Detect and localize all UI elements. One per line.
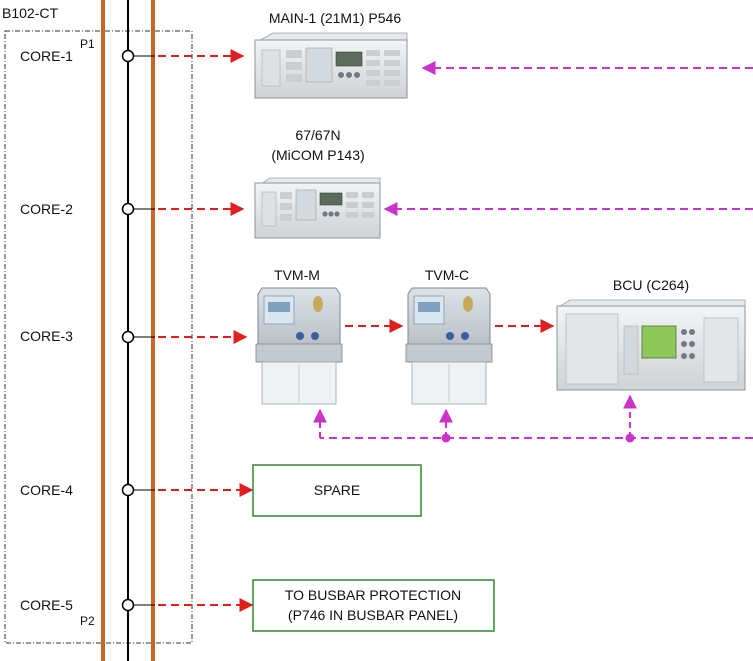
tvm-m-label: TVM-M xyxy=(274,267,320,283)
core-row-4: CORE-4 xyxy=(20,482,254,498)
tvm-c-label: TVM-C xyxy=(425,267,469,283)
core-terminal xyxy=(121,483,135,497)
core-terminal xyxy=(121,202,135,216)
ct-p1-label: P1 xyxy=(80,37,95,51)
spare-label: SPARE xyxy=(314,482,360,498)
core-row-3: CORE-3 xyxy=(20,328,248,344)
p143-label-line2: (MiCOM P143) xyxy=(271,147,364,163)
voltage-junction-dot xyxy=(625,433,635,443)
main1-relay: MAIN-1 (21M1) P546 xyxy=(254,10,408,99)
core-terminal xyxy=(121,49,135,63)
bcu-unit: BCU (C264) xyxy=(555,277,746,391)
ct-p2-label: P2 xyxy=(80,614,95,628)
ct-title: B102-CT xyxy=(2,5,58,21)
core-row-1: CORE-1 xyxy=(20,48,245,64)
core-row-5: CORE-5 xyxy=(20,597,254,613)
tvm-c-meter: TVM-C xyxy=(405,267,493,405)
p143-relay: 67/67N (MiCOM P143) xyxy=(253,127,381,239)
core-label: CORE-2 xyxy=(20,201,73,217)
core-label: CORE-4 xyxy=(20,482,73,498)
core-label: CORE-3 xyxy=(20,328,73,344)
main1-label: MAIN-1 (21M1) P546 xyxy=(269,10,401,26)
voltage-junction-dot xyxy=(441,433,451,443)
bcu-label: BCU (C264) xyxy=(613,277,689,293)
core-label: CORE-5 xyxy=(20,597,73,613)
spare-box: SPARE xyxy=(252,464,422,517)
p143-label-line1: 67/67N xyxy=(295,127,340,143)
tvm-m-meter: TVM-M xyxy=(255,267,343,405)
core-terminal xyxy=(121,598,135,612)
busbar-label-line1: TO BUSBAR PROTECTION xyxy=(285,587,461,603)
busbar-label-line2: (P746 IN BUSBAR PANEL) xyxy=(288,607,458,623)
core-row-2: CORE-2 xyxy=(20,201,245,217)
busbar-protection-box: TO BUSBAR PROTECTION (P746 IN BUSBAR PAN… xyxy=(252,579,495,632)
core-label: CORE-1 xyxy=(20,48,73,64)
core-terminal xyxy=(121,330,135,344)
